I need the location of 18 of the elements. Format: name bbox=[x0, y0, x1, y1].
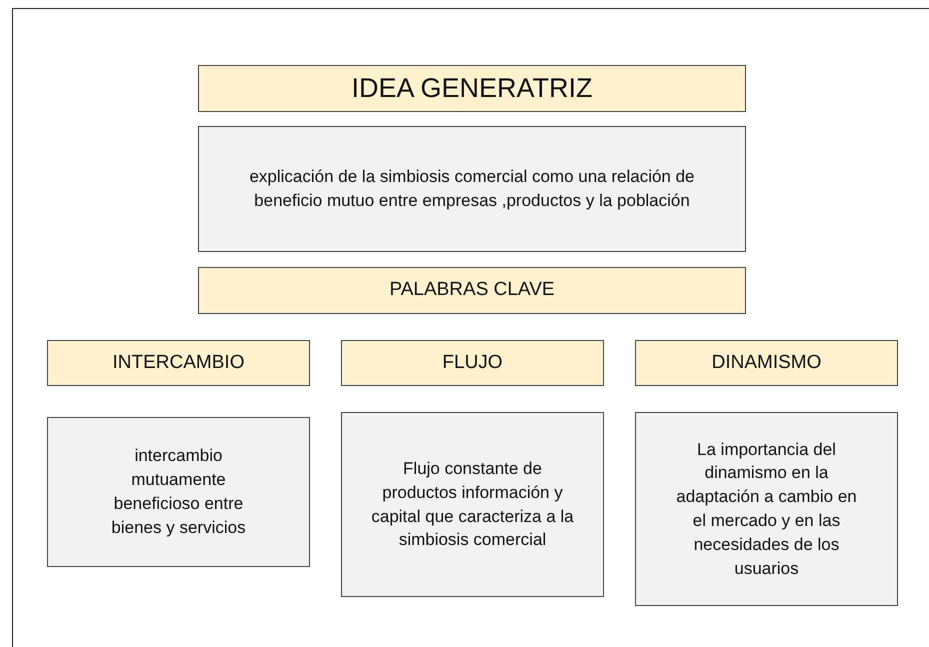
heading-text: INTERCAMBIO bbox=[112, 350, 244, 375]
heading-box bbox=[47, 340, 310, 386]
heading-text: DINAMISMO bbox=[712, 350, 822, 375]
description-text: La importancia del dinamismo en la adaptación a cambio en el mercado y en las necesidades de los usuarios bbox=[675, 438, 858, 580]
heading-box bbox=[635, 340, 898, 386]
text-box bbox=[635, 412, 898, 606]
heading-text: PALABRAS CLAVE bbox=[389, 278, 555, 302]
text-box bbox=[198, 126, 746, 252]
heading-text: IDEA GENERATRIZ bbox=[351, 72, 593, 105]
text-box bbox=[47, 417, 310, 567]
heading-box bbox=[198, 267, 746, 314]
text-box bbox=[341, 412, 604, 597]
description-text: Flujo constante de productos información y capital que caracteriza a la simbiosis comercial bbox=[370, 458, 575, 552]
description-text: explicación de la simbiosis comercial como una relación de beneficio mutuo entre empresas ,productos y la población bbox=[249, 166, 695, 212]
heading-box bbox=[198, 65, 746, 112]
heading-box bbox=[341, 340, 604, 386]
description-text: intercambio mutuamente beneficioso entre bienes y servicios bbox=[110, 445, 247, 539]
heading-text: FLUJO bbox=[442, 350, 503, 375]
